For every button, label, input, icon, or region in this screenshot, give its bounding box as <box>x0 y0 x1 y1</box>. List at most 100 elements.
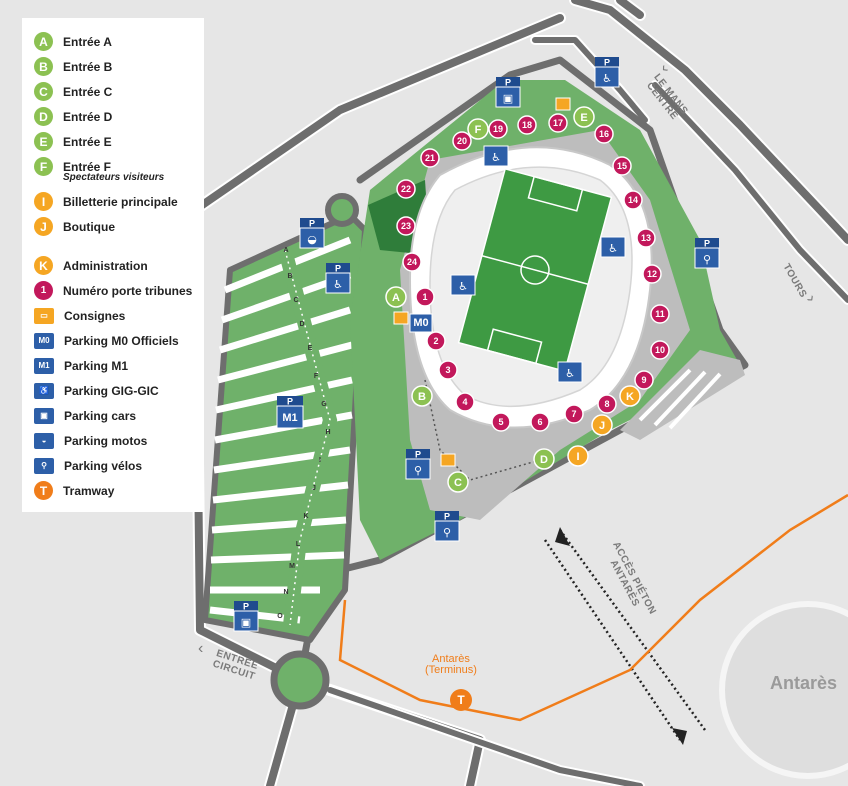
aisle-letter: F <box>314 373 319 380</box>
svg-text:5: 5 <box>498 417 503 427</box>
aisle-letter: H <box>325 429 330 436</box>
svg-text:9: 9 <box>641 375 646 385</box>
svg-text:♿: ♿ <box>458 280 468 293</box>
legend-item: B Entrée B <box>34 54 204 79</box>
aisle-letter: N <box>283 589 288 596</box>
legend-item: ⚲Parking vélos <box>34 453 204 478</box>
svg-text:2: 2 <box>433 336 438 346</box>
legend-label: Entrée B <box>63 59 113 74</box>
football-pitch <box>457 167 613 373</box>
door-marker: 24 <box>402 252 422 272</box>
legend-item: ▭Consignes <box>34 303 204 328</box>
legend-label: Parking M0 Officiels <box>64 333 179 348</box>
legend-label: Boutique <box>63 219 115 234</box>
bike-icon: P⚲ <box>434 511 460 542</box>
svg-text:D: D <box>540 454 548 466</box>
door-marker: 18 <box>517 115 537 135</box>
parking-m1-marker: PM1 <box>276 396 304 429</box>
svg-text:◒: ◒ <box>307 233 317 246</box>
door-marker: 11 <box>650 304 670 324</box>
aisle-letter: I <box>319 457 321 464</box>
antares-arena <box>719 601 848 779</box>
svg-text:⚲: ⚲ <box>443 526 451 539</box>
svg-text:P: P <box>415 450 421 460</box>
wheelchair-icon: ♿ <box>483 145 509 167</box>
entrance-letter-icon: K <box>34 256 53 275</box>
svg-text:A: A <box>392 292 400 304</box>
door-number-icon: 1 <box>34 281 53 300</box>
arrow-circuit-icon: ‹ <box>198 640 204 657</box>
locker-icon <box>555 97 571 111</box>
svg-text:♿: ♿ <box>333 278 343 291</box>
entrance-letter-icon: C <box>34 82 53 101</box>
door-marker: 19 <box>488 119 508 139</box>
entrance-letter-icon: A <box>34 32 53 51</box>
legend-label: Consignes <box>64 308 126 323</box>
svg-text:10: 10 <box>655 345 665 355</box>
door-marker: 12 <box>642 264 662 284</box>
svg-text:11: 11 <box>655 309 665 319</box>
legend-item: ▣Parking cars <box>34 403 204 428</box>
door-marker: 7 <box>564 404 584 424</box>
aisle-letter: D <box>299 321 304 328</box>
legend-item: J Boutique <box>34 214 204 239</box>
svg-text:24: 24 <box>407 257 417 267</box>
locker-icon <box>440 453 456 467</box>
wheelchair-icon: P♿ <box>594 57 620 88</box>
legend-item: ◒ Parking motos <box>34 428 204 453</box>
svg-text:P: P <box>243 602 249 612</box>
entrance-letter-icon: B <box>34 57 53 76</box>
door-marker: 5 <box>491 412 511 432</box>
parking-m0-marker: M0 <box>409 313 433 333</box>
entrance-marker: B <box>411 385 433 407</box>
svg-text:P: P <box>505 78 511 88</box>
svg-text:4: 4 <box>462 397 467 407</box>
entrance-letter-icon: D <box>34 107 53 126</box>
locker-icon <box>393 311 409 325</box>
svg-text:22: 22 <box>401 184 411 194</box>
door-marker: 16 <box>594 124 614 144</box>
entrance-letter-icon: E <box>34 132 53 151</box>
entrance-marker: E <box>573 106 595 128</box>
svg-text:♿: ♿ <box>565 367 575 380</box>
svg-text:▣: ▣ <box>503 92 513 105</box>
entrance-marker: A <box>385 286 407 308</box>
tram-icon: T <box>34 481 53 500</box>
entrance-letter-icon: J <box>34 217 53 236</box>
svg-text:P: P <box>444 512 450 522</box>
legend-label: Parking motos <box>64 433 148 448</box>
aisle-letter: J <box>312 485 316 492</box>
door-marker: 3 <box>438 360 458 380</box>
svg-text:6: 6 <box>537 417 542 427</box>
aisle-letter: E <box>308 345 313 352</box>
roundabout-bottom <box>270 650 330 710</box>
tram-stop-icon: T <box>450 689 472 711</box>
roundabout-top <box>325 193 359 227</box>
door-marker: 20 <box>452 131 472 151</box>
entrance-letter-icon: I <box>34 192 53 211</box>
aisle-letter: O <box>277 613 283 620</box>
svg-text:P: P <box>287 397 293 407</box>
helmet-icon: ◒ <box>34 432 54 449</box>
door-marker: 21 <box>420 148 440 168</box>
svg-text:▣: ▣ <box>241 616 251 629</box>
svg-text:M0: M0 <box>413 317 428 329</box>
svg-text:13: 13 <box>641 233 651 243</box>
svg-text:15: 15 <box>617 161 627 171</box>
bike-icon: P⚲ <box>694 238 720 269</box>
legend-label: Parking cars <box>64 408 137 423</box>
svg-text:B: B <box>418 391 426 403</box>
svg-text:17: 17 <box>553 118 563 128</box>
door-marker: 4 <box>455 392 475 412</box>
svg-text:7: 7 <box>571 409 576 419</box>
